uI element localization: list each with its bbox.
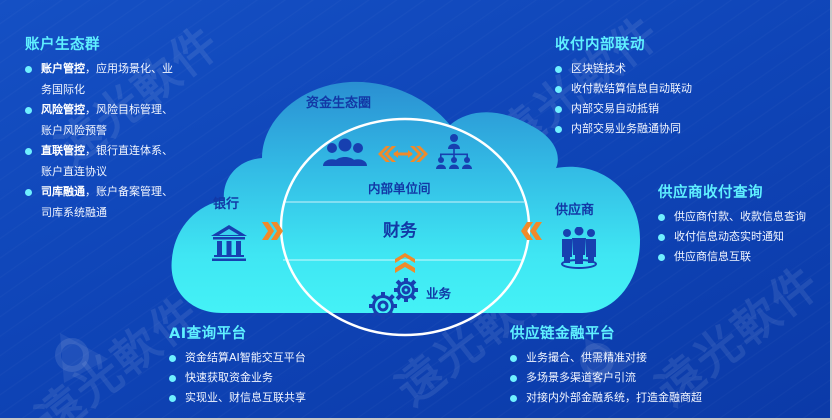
list-item: 风险管控，风险目标管理、账户风险预警 (25, 100, 173, 141)
panel-title: 收付内部联动 (555, 37, 645, 53)
finance-label: 财务 (383, 221, 417, 241)
list-item: 内部交易自动抵销 (555, 99, 692, 119)
list-item: 收付信息动态实时通知 (658, 227, 806, 247)
item-text-cont: 账户风险预警 (41, 123, 107, 137)
item-text-cont: 司库系统融通 (41, 205, 107, 219)
item-text: ，银行直连体系、 (85, 144, 173, 157)
double-chevron-up-icon (395, 253, 415, 273)
panel-supply-chain-finance: 供应链金融平台 业务撮合、供需精准对接 多场景多渠道客户引流 对接内外部金融系统… (510, 322, 702, 408)
list-item: 业务撮合、供需精准对接 (510, 348, 702, 368)
cloud-title: 资金生态圈 (306, 96, 372, 111)
org-chart-icon (436, 134, 472, 169)
item-keyword: 直联管控 (41, 144, 85, 157)
list-item: 实现业、财信息互联共享 (169, 388, 306, 408)
list-item: 司库融通，账户备案管理、司库系统融通 (25, 182, 173, 223)
internal-units-label: 内部单位间 (368, 181, 431, 196)
panel-ai-query: AI查询平台 资金结算AI智能交互平台 快速获取资金业务 实现业、财信息互联共享 (169, 322, 306, 408)
team-icon (561, 227, 597, 269)
item-keyword: 账户管控 (41, 62, 85, 75)
item-keyword: 司库融通 (41, 185, 85, 198)
panel-title: 供应链金融平台 (510, 326, 615, 342)
supplier-label: 供应商 (555, 203, 595, 218)
list-item: 账户管控，应用场景化、业务国际化 (25, 59, 173, 100)
double-chevron-left-icon (521, 222, 542, 240)
list-item: 收付款结算信息自动联动 (555, 79, 692, 99)
list-item: 多场景多渠道客户引流 (510, 368, 702, 388)
item-text-cont: 账户直连协议 (41, 164, 107, 178)
item-text-cont: 务国际化 (41, 82, 85, 96)
bank-building-icon (211, 225, 247, 261)
panel-supplier-query: 供应商收付查询 供应商付款、收款信息查询 收付信息动态实时通知 供应商信息互联 (658, 181, 806, 267)
item-text: ，风险目标管理、 (85, 103, 173, 116)
panel-internal-linkage: 收付内部联动 区块链技术 收付款结算信息自动联动 内部交易自动抵销 内部交易业务… (555, 33, 692, 139)
panel-title: 账户生态群 (25, 37, 100, 53)
panel-title: AI查询平台 (169, 326, 247, 342)
item-text: ，账户备案管理、 (85, 185, 173, 198)
panel-title: 供应商收付查询 (658, 185, 763, 201)
double-chevron-right-icon (262, 222, 283, 240)
business-label: 业务 (426, 286, 452, 301)
bank-label: 银行 (213, 197, 240, 212)
list-item: 供应商信息互联 (658, 247, 806, 267)
bidirectional-arrow-icon (378, 146, 428, 162)
list-item: 资金结算AI智能交互平台 (169, 348, 306, 368)
item-keyword: 风险管控 (41, 103, 85, 116)
panel-account-ecosystem: 账户生态群 账户管控，应用场景化、业务国际化 风险管控，风险目标管理、账户风险预… (25, 33, 173, 223)
gears-icon (369, 278, 418, 320)
list-item: 快速获取资金业务 (169, 368, 306, 388)
list-item: 内部交易业务融通协同 (555, 119, 692, 139)
list-item: 区块链技术 (555, 59, 692, 79)
list-item: 对接内外部金融系统，打造金融商超 (510, 388, 702, 408)
list-item: 供应商付款、收款信息查询 (658, 207, 806, 227)
list-item: 直联管控，银行直连体系、账户直连协议 (25, 141, 173, 182)
item-text: ，应用场景化、业 (85, 62, 173, 75)
users-group-icon (323, 138, 367, 166)
